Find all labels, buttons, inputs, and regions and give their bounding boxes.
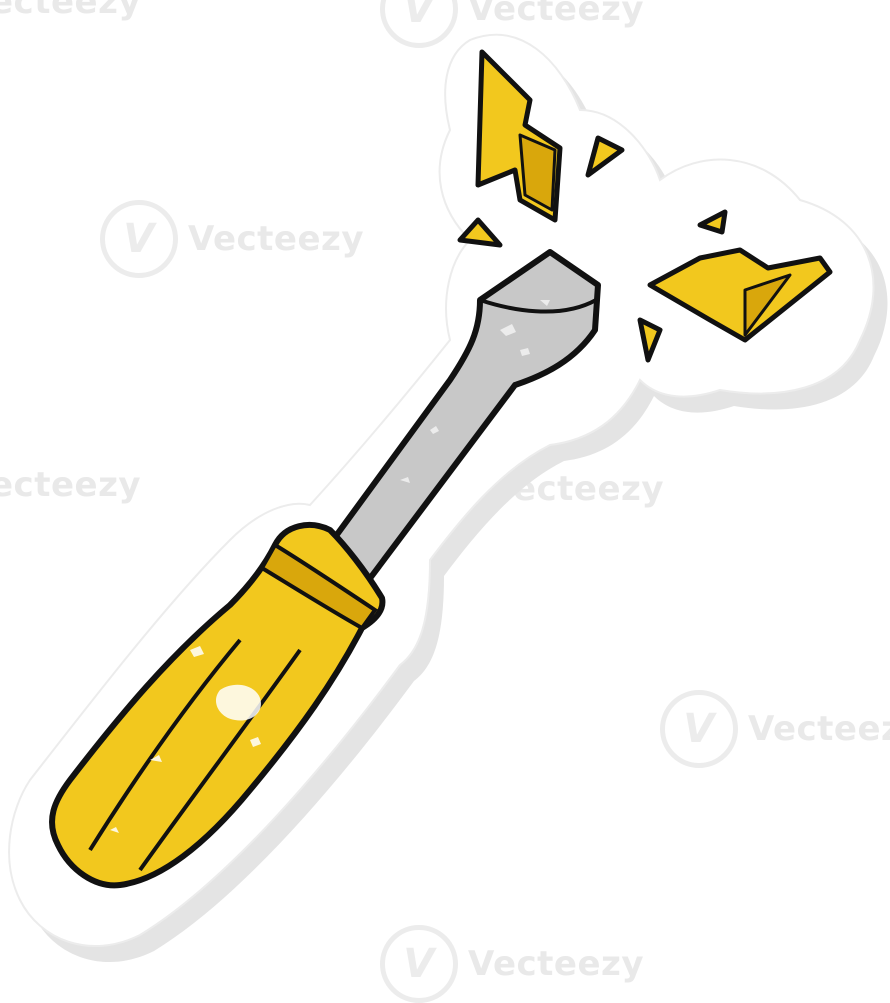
fragment-small-2 — [457, 217, 503, 248]
fragment-small-1 — [585, 135, 625, 178]
fragment-small-3 — [637, 317, 663, 363]
broken-fragments — [457, 49, 833, 363]
fragment-small-4 — [697, 209, 728, 235]
fragment-right — [647, 247, 833, 343]
sticker-artwork — [8, 33, 888, 963]
screwdriver-handle — [49, 522, 386, 889]
screwdriver-shaft — [319, 249, 601, 588]
